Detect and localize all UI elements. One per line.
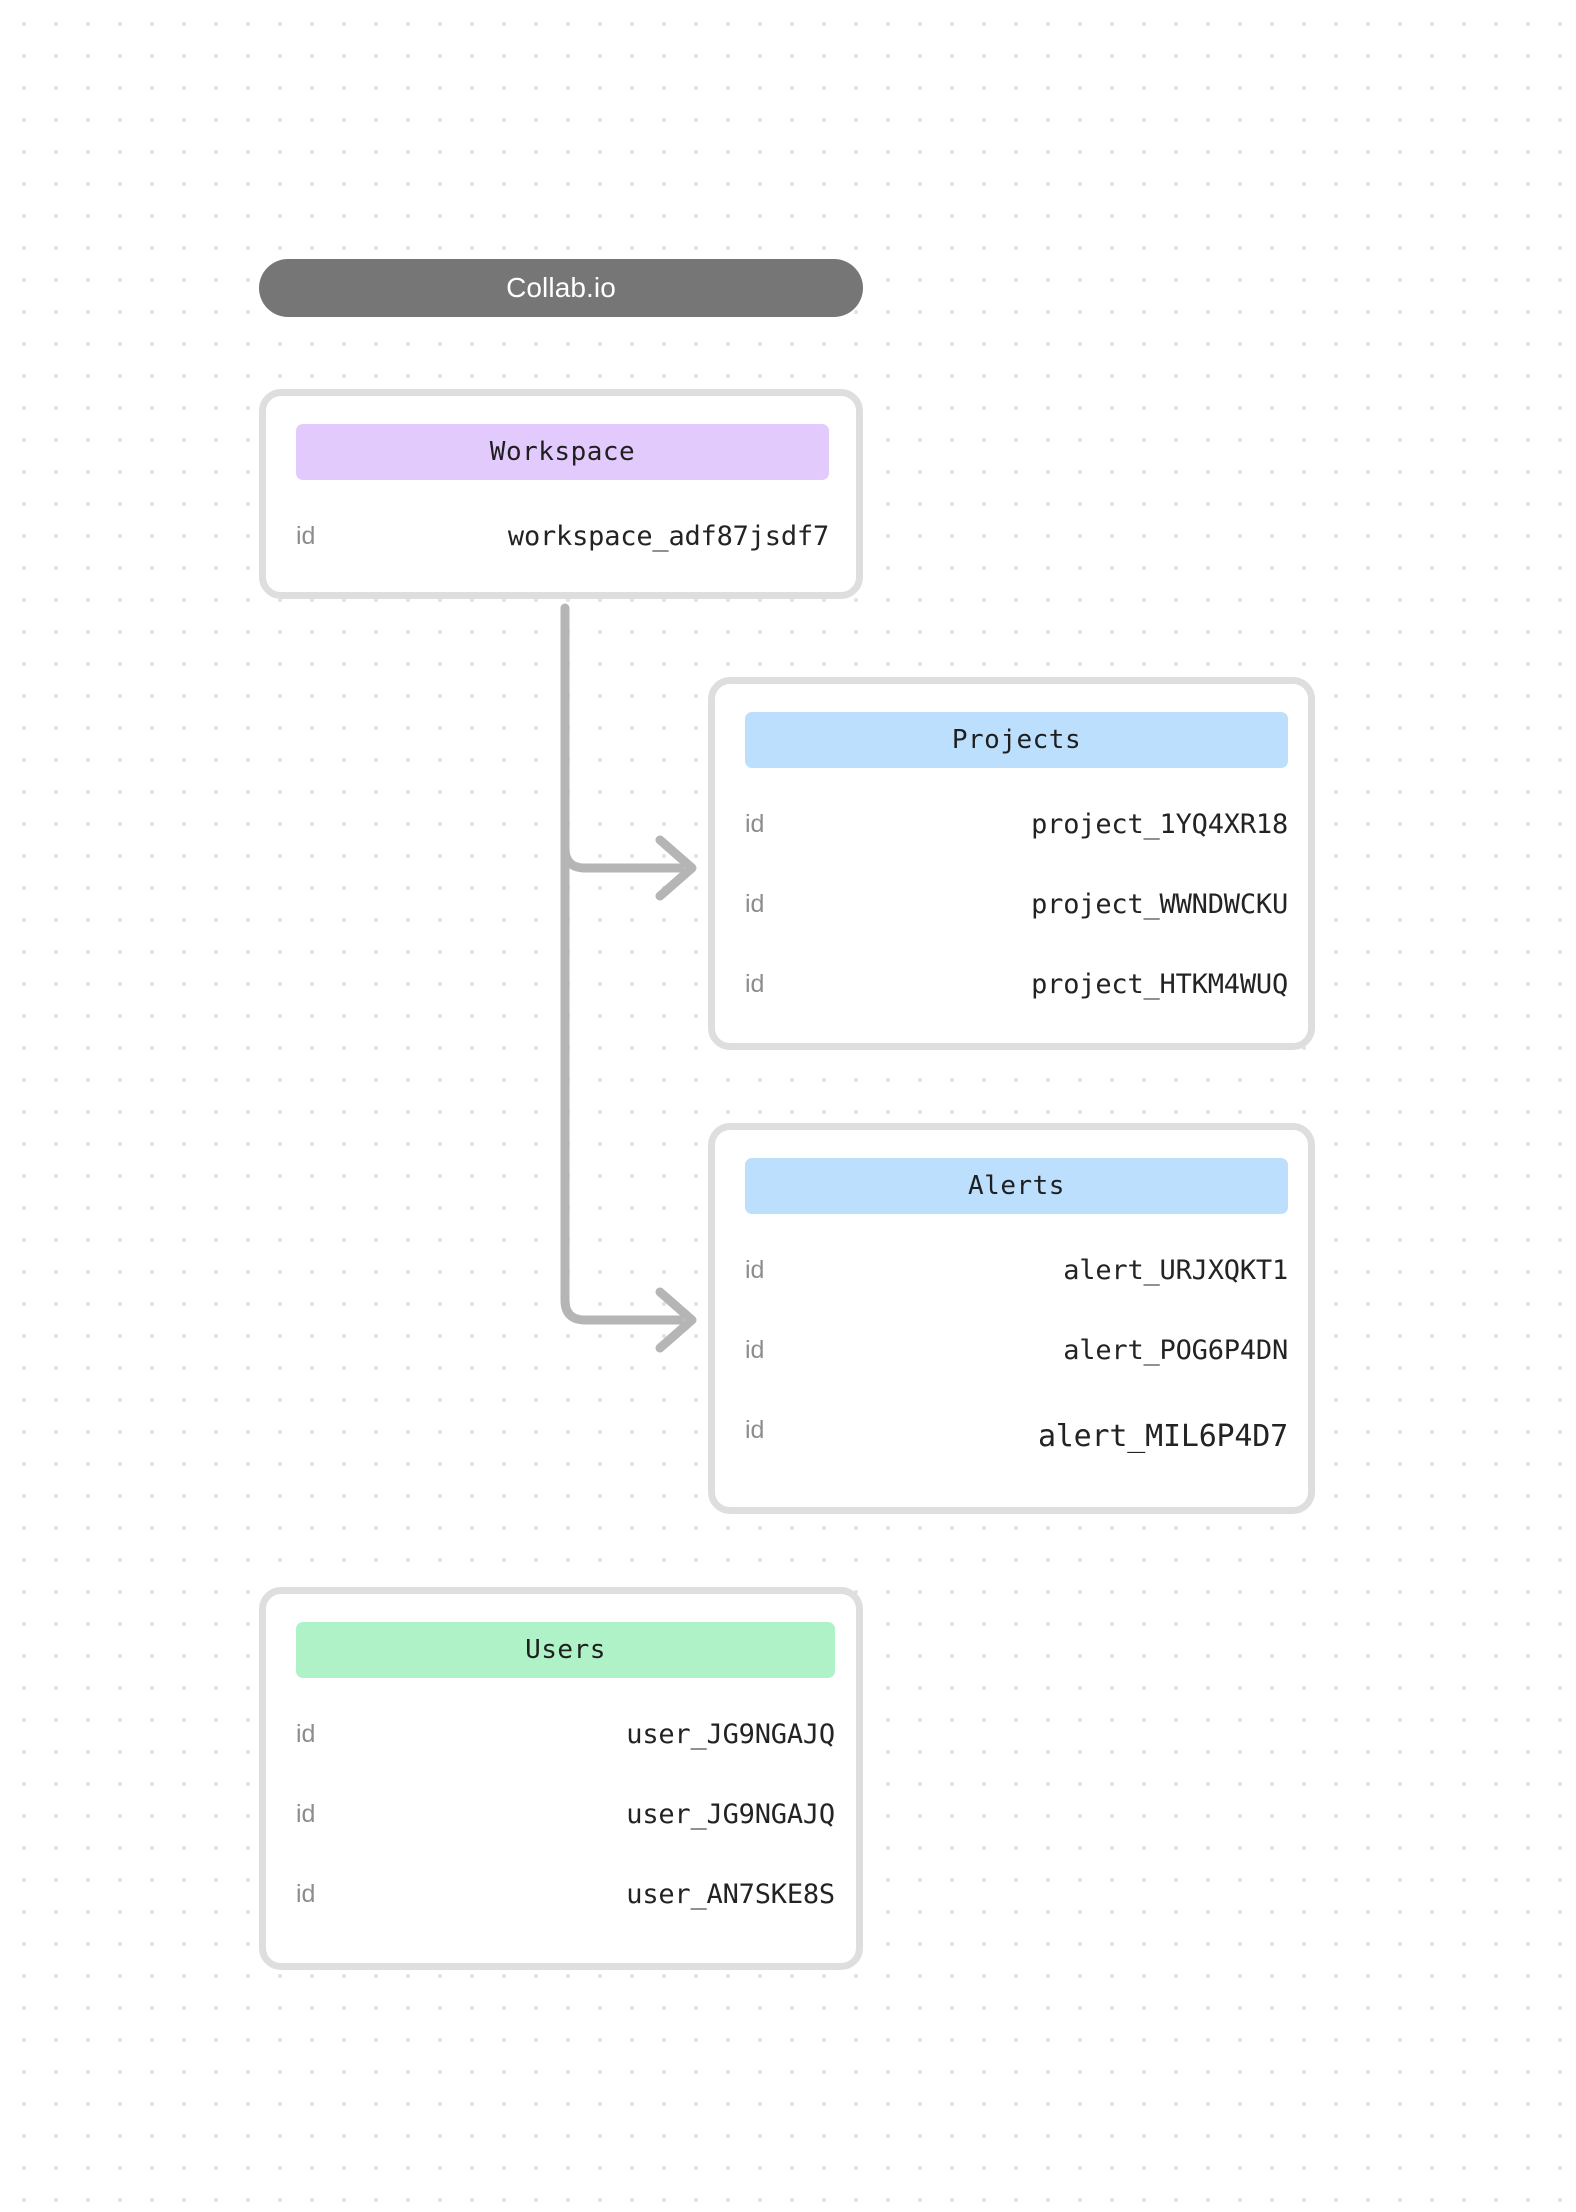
table-row[interactable]: id project_1YQ4XR18 <box>745 784 1288 864</box>
table-row[interactable]: id project_WWNDWCKU <box>745 864 1288 944</box>
table-row[interactable]: id alert_URJXQKT1 <box>745 1230 1288 1310</box>
row-label: id <box>745 1335 765 1364</box>
row-value: project_WWNDWCKU <box>1031 888 1288 920</box>
row-value: user_AN7SKE8S <box>626 1878 835 1910</box>
table-row[interactable]: id user_JG9NGAJQ <box>296 1774 835 1854</box>
connector-workspace-to-alerts <box>560 603 685 1325</box>
row-value: project_HTKM4WUQ <box>1031 968 1288 1000</box>
row-label: id <box>745 809 765 838</box>
arrowhead-alerts-icon <box>655 1287 697 1353</box>
entity-rows-users: id user_JG9NGAJQ id user_JG9NGAJQ id use… <box>296 1694 835 1934</box>
row-label: id <box>296 521 316 550</box>
row-label: id <box>745 1255 765 1284</box>
entity-rows-workspace: id workspace_adf87jsdf7 <box>296 496 829 576</box>
entity-card-workspace[interactable]: Workspace id workspace_adf87jsdf7 <box>259 389 863 599</box>
app-title-text: Collab.io <box>506 272 616 303</box>
entity-card-projects[interactable]: Projects id project_1YQ4XR18 id project_… <box>708 677 1315 1050</box>
row-value: user_JG9NGAJQ <box>626 1718 835 1750</box>
entity-title-workspace: Workspace <box>296 424 829 480</box>
entity-rows-projects: id project_1YQ4XR18 id project_WWNDWCKU … <box>745 784 1288 1024</box>
entity-rows-alerts: id alert_URJXQKT1 id alert_POG6P4DN id a… <box>745 1230 1288 1470</box>
row-label: id <box>296 1719 316 1748</box>
table-row[interactable]: id project_HTKM4WUQ <box>745 944 1288 1024</box>
row-value: alert_MIL6P4D7 <box>1037 1418 1288 1454</box>
entity-title-projects: Projects <box>745 712 1288 768</box>
table-row[interactable]: id user_AN7SKE8S <box>296 1854 835 1934</box>
table-row[interactable]: id workspace_adf87jsdf7 <box>296 496 829 576</box>
entity-title-alerts: Alerts <box>745 1158 1288 1214</box>
row-label: id <box>296 1799 316 1828</box>
row-value: alert_URJXQKT1 <box>1063 1254 1288 1286</box>
row-label: id <box>745 889 765 918</box>
connector-workspace-to-projects <box>560 843 685 873</box>
row-label: id <box>745 969 765 998</box>
row-value: alert_POG6P4DN <box>1063 1334 1288 1366</box>
table-row[interactable]: id alert_POG6P4DN <box>745 1310 1288 1390</box>
entity-card-alerts[interactable]: Alerts id alert_URJXQKT1 id alert_POG6P4… <box>708 1123 1315 1514</box>
row-value: user_JG9NGAJQ <box>626 1798 835 1830</box>
row-label: id <box>296 1879 316 1908</box>
entity-card-users[interactable]: Users id user_JG9NGAJQ id user_JG9NGAJQ … <box>259 1587 863 1970</box>
table-row[interactable]: id alert_MIL6P4D7 <box>745 1390 1288 1470</box>
row-label: id <box>745 1415 765 1444</box>
entity-title-users: Users <box>296 1622 835 1678</box>
table-row[interactable]: id user_JG9NGAJQ <box>296 1694 835 1774</box>
arrowhead-projects-icon <box>655 835 697 901</box>
app-title-pill: Collab.io <box>259 259 863 317</box>
row-value: project_1YQ4XR18 <box>1031 808 1288 840</box>
row-value: workspace_adf87jsdf7 <box>507 520 829 552</box>
